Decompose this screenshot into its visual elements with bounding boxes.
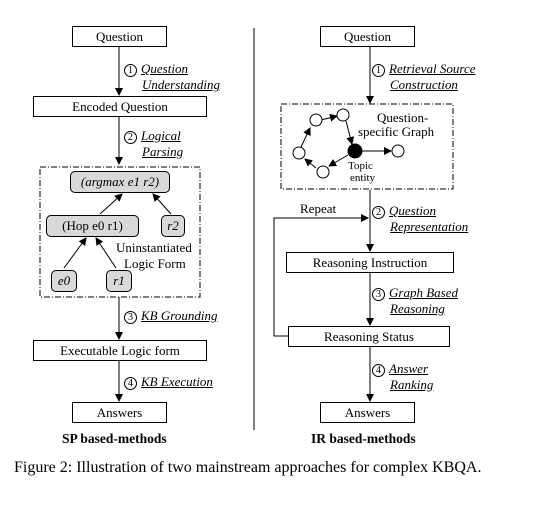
repeat-loop bbox=[273, 214, 369, 337]
step-number-badge: 4 bbox=[124, 376, 137, 390]
graph-node bbox=[292, 146, 306, 160]
step-number-badge: 1 bbox=[124, 63, 137, 77]
r1-node: r1 bbox=[106, 270, 132, 292]
reasoning-instruction-box: Reasoning Instruction bbox=[286, 252, 454, 273]
hop-node: (Hop e0 r1) bbox=[46, 215, 139, 237]
executable-logic-form-box: Executable Logic form bbox=[33, 340, 207, 361]
graph-node bbox=[336, 108, 350, 122]
question-specific-graph bbox=[292, 108, 405, 179]
step-number-badge: 3 bbox=[124, 310, 137, 324]
sp-section-title: SP based-methods bbox=[62, 431, 167, 446]
tree-edge-r1-hop bbox=[95, 237, 117, 269]
step-number-badge: 2 bbox=[124, 130, 137, 144]
graph-label-1: Question- bbox=[377, 110, 429, 125]
right-answers-box: Answers bbox=[320, 402, 415, 423]
step-number-badge: 4 bbox=[372, 363, 385, 377]
graph-region bbox=[280, 103, 454, 190]
tree-edge-e0-hop bbox=[63, 237, 87, 269]
graph-node bbox=[309, 113, 323, 127]
repeat-label: Repeat bbox=[300, 201, 337, 216]
encoded-question-box: Encoded Question bbox=[33, 96, 207, 117]
graph-label-2: specific Graph bbox=[358, 124, 435, 139]
reasoning-status-box: Reasoning Status bbox=[288, 326, 450, 347]
logic-form-region bbox=[39, 166, 201, 298]
ir-section-title: IR based-methods bbox=[311, 431, 416, 446]
graph-node bbox=[391, 144, 405, 158]
e0-node: e0 bbox=[51, 270, 77, 292]
left-question-box: Question bbox=[72, 26, 167, 47]
uninstantiated-label-2: Logic Form bbox=[124, 256, 186, 271]
tree-edge-hop-argmax bbox=[99, 193, 123, 215]
step-number-badge: 1 bbox=[372, 63, 385, 77]
r2-node: r2 bbox=[161, 215, 185, 237]
graph-node bbox=[316, 165, 330, 179]
figure-caption: Figure 2: Illustration of two mainstream… bbox=[14, 459, 482, 476]
left-answers-box: Answers bbox=[72, 402, 167, 423]
step-number-badge: 2 bbox=[372, 205, 385, 219]
topic-entity-label-2: entity bbox=[350, 172, 376, 184]
right-question-box: Question bbox=[320, 26, 415, 47]
step-number-badge: 3 bbox=[372, 287, 385, 301]
topic-entity-node bbox=[347, 143, 363, 159]
uninstantiated-label-1: Uninstantiated bbox=[116, 240, 192, 255]
tree-edge-r2-argmax bbox=[152, 193, 172, 215]
topic-entity-label-1: Topic bbox=[348, 160, 373, 172]
argmax-node: (argmax e1 r2) bbox=[70, 171, 170, 193]
